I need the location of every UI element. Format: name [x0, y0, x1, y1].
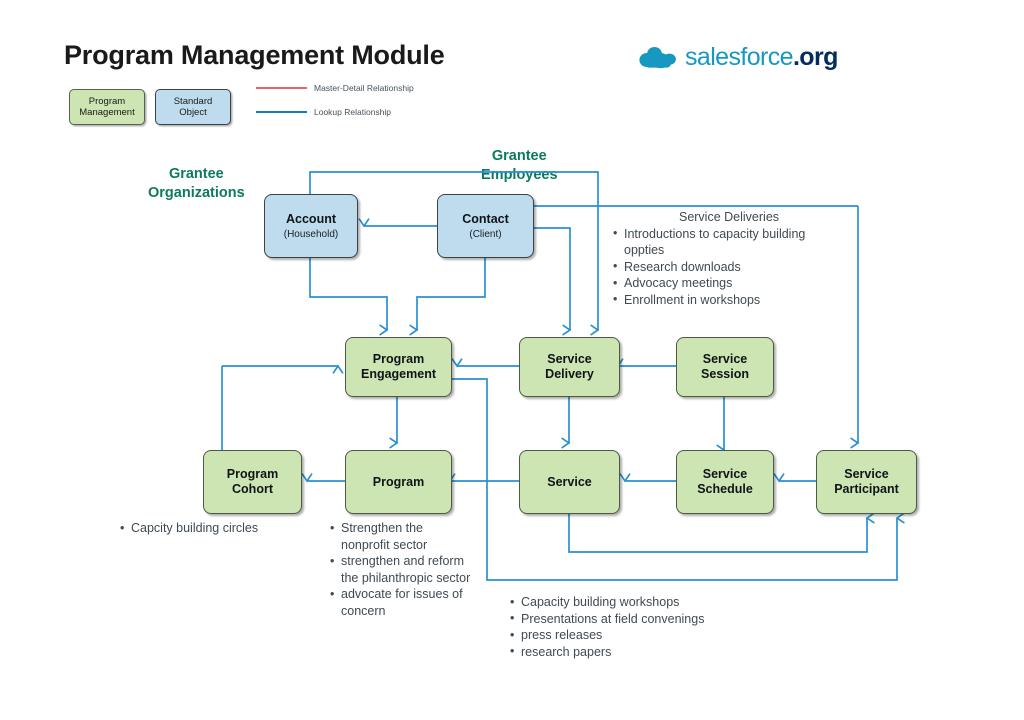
entity-node-program-engagement-title-line1: Program — [372, 352, 425, 366]
entity-node-service-delivery[interactable]: Service Delivery — [519, 337, 620, 397]
entity-node-service-session-title-line1: Service — [702, 352, 748, 366]
legend-program-management-label-line2: Management — [79, 107, 135, 118]
legend-standard-object-swatch: Standard Object — [155, 89, 231, 125]
list-item: Advocacy meetings — [613, 275, 845, 292]
annotation-program: Strengthen the nonprofit sectorstrengthe… — [330, 520, 475, 619]
salesforce-org-logo: salesforce.org — [639, 43, 838, 72]
entity-node-service-session[interactable]: Service Session — [676, 337, 774, 397]
entity-node-program-cohort[interactable]: Program Cohort — [203, 450, 302, 514]
group-label-grantee-employees: Grantee Employees — [481, 147, 558, 185]
annotation-service-deliveries-list: Introductions to capacity building oppti… — [613, 225, 845, 309]
entity-node-account-subtitle: (Household) — [283, 228, 339, 240]
entity-node-account[interactable]: Account (Household) — [264, 194, 358, 258]
entity-node-contact[interactable]: Contact (Client) — [437, 194, 534, 258]
entity-node-service[interactable]: Service — [519, 450, 620, 514]
list-item: research papers — [510, 643, 710, 661]
legend-program-management-label-line1: Program — [88, 96, 126, 107]
group-label-grantee-employees-line1: Grantee — [491, 148, 547, 164]
connector-service-to-service-participant — [568, 512, 875, 553]
group-label-grantee-organizations-line2: Organizations — [148, 185, 245, 201]
entity-node-service-participant-title-line2: Participant — [834, 482, 899, 496]
list-item: Introductions to capacity building oppti… — [613, 225, 845, 259]
entity-node-service-delivery-title-line2: Delivery — [545, 367, 594, 381]
list-item: Capacity building workshops — [510, 594, 710, 611]
entity-node-service-session-title-line2: Session — [701, 367, 749, 381]
annotation-service-list: Capacity building workshopsPresentations… — [510, 594, 710, 660]
logo-wordmark: salesforce.org — [685, 43, 838, 72]
entity-node-account-title: Account — [286, 211, 336, 226]
entity-node-service-delivery-title-line1: Service — [547, 352, 592, 366]
annotation-program-cohort: Capcity building circles — [120, 520, 260, 537]
annotation-program-list: Strengthen the nonprofit sectorstrengthe… — [330, 520, 475, 619]
entity-node-contact-title: Contact — [462, 211, 509, 226]
connector-contact-to-program-engagement — [409, 256, 486, 336]
entity-node-contact-subtitle: (Client) — [469, 228, 502, 240]
lookup-line-icon — [256, 111, 307, 113]
legend-master-detail-label: Master-Detail Relationship — [314, 83, 414, 93]
connector-account-to-program-engagement — [309, 256, 389, 336]
legend-lookup-relationship: Lookup Relationship — [256, 107, 391, 117]
legend-lookup-label: Lookup Relationship — [314, 107, 392, 117]
legend-program-management-swatch: Program Management — [69, 89, 145, 125]
entity-node-program[interactable]: Program — [345, 450, 452, 514]
group-label-grantee-employees-line2: Employees — [481, 167, 558, 183]
entity-node-program-cohort-title-line1: Program — [226, 467, 279, 481]
legend-master-detail-relationship: Master-Detail Relationship — [256, 83, 414, 93]
entity-node-service-schedule-title-line1: Service — [702, 467, 748, 481]
salesforce-cloud-icon — [639, 45, 677, 71]
entity-node-program-cohort-title-line2: Cohort — [232, 482, 273, 496]
list-item: strengthen and reform the philanthropic … — [330, 553, 475, 586]
list-item: advocate for issues of concern — [330, 586, 475, 619]
annotation-service: Capacity building workshopsPresentations… — [510, 594, 710, 660]
entity-node-program-engagement[interactable]: Program Engagement — [345, 337, 452, 397]
entity-node-program-title-line1: Program — [372, 474, 425, 489]
connector-contact-to-service-delivery-drop — [532, 227, 572, 336]
list-item: Capcity building circles — [120, 520, 260, 537]
entity-node-service-title-line1: Service — [547, 474, 592, 489]
logo-suffix-text: .org — [792, 43, 838, 71]
legend-standard-object-label-line2: Object — [179, 107, 207, 118]
list-item: Strengthen the nonprofit sector — [330, 520, 475, 553]
entity-node-service-participant-title-line1: Service — [844, 467, 889, 481]
annotation-service-deliveries-heading: Service Deliveries — [678, 210, 780, 224]
annotation-program-cohort-list: Capcity building circles — [120, 520, 260, 537]
list-item: Enrollment in workshops — [613, 291, 845, 309]
logo-brand-text: salesforce — [685, 43, 794, 71]
list-item: press releases — [510, 627, 710, 644]
master-detail-line-icon — [256, 87, 307, 89]
annotation-service-deliveries: Service Deliveries Introductions to capa… — [613, 209, 845, 308]
group-label-grantee-organizations-line1: Grantee — [168, 166, 224, 182]
entity-node-service-schedule[interactable]: Service Schedule — [676, 450, 774, 514]
list-item: Research downloads — [613, 258, 845, 276]
entity-node-service-participant[interactable]: Service Participant — [816, 450, 917, 514]
entity-node-program-engagement-title-line2: Engagement — [360, 367, 436, 381]
group-label-grantee-organizations: Grantee Organizations — [148, 165, 245, 203]
list-item: Presentations at field convenings — [510, 610, 710, 628]
legend-standard-object-label-line1: Standard — [173, 96, 213, 107]
entity-node-service-schedule-title-line2: Schedule — [697, 482, 753, 496]
page-title: Program Management Module — [64, 40, 445, 70]
